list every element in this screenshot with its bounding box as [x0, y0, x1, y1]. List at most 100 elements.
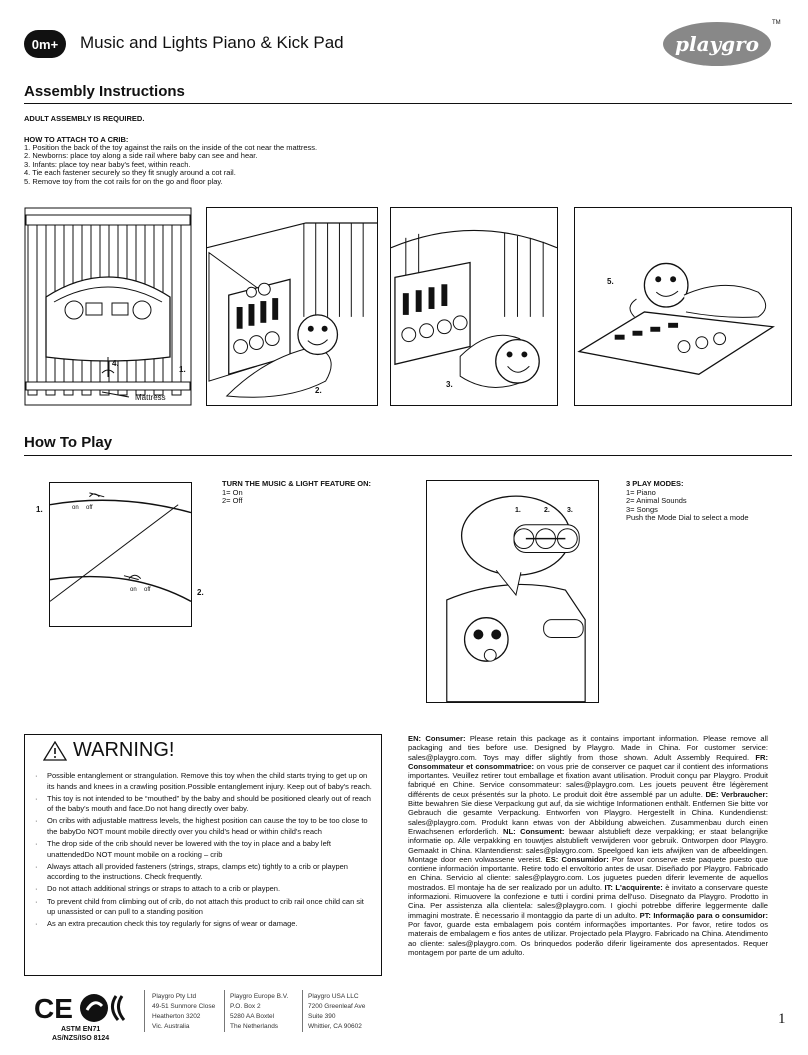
switch-instructions: TURN THE MUSIC & LIGHT FEATURE ON: 1= On…: [222, 479, 372, 506]
warning-item: Always attach all provided fasteners (st…: [33, 862, 373, 883]
newborn-drawing: [207, 222, 377, 398]
mode-line: 1= Piano: [626, 487, 656, 497]
address-line: The Netherlands: [230, 1023, 279, 1030]
panel-label: 5.: [607, 277, 614, 286]
note-label: DE: Verbraucher:: [705, 789, 768, 799]
mode-line: 2= Animal Sounds: [626, 496, 687, 506]
warning-item: The drop side of the crib should never b…: [33, 839, 373, 860]
ce-mark-icon: CE: [34, 993, 73, 1024]
panel-label: 3.: [446, 380, 453, 389]
dial-label: 3.: [567, 507, 573, 514]
divider: [302, 990, 303, 1032]
warning-title-text: WARNING!: [73, 739, 175, 761]
floor-play-drawing: [577, 262, 775, 375]
note-label: NL: Consument:: [503, 826, 565, 836]
certification-marks: CE: [34, 993, 126, 1024]
note-label: EN: Consumer:: [408, 734, 466, 743]
warning-item: Possible entanglement or strangulation. …: [33, 771, 373, 792]
dial-label: 1.: [515, 507, 521, 514]
warning-item: This toy is not intended to be “mouthed”…: [33, 794, 373, 815]
illustration-floor-play: 5.: [574, 207, 792, 406]
address-line: 49-51 Sunmore Close: [152, 1003, 216, 1010]
illustration-mode-dial: 1. 2. 3.: [426, 480, 599, 703]
illustration-newborn: 2.: [206, 207, 378, 406]
address-europe: Playgro Europe B.V. P.O. Box 2 5280 AA B…: [230, 992, 288, 1032]
playgro-logo: playgro: [663, 22, 771, 66]
crib-step: 3. Infants: place toy near baby's feet, …: [24, 159, 191, 169]
age-badge: 0m+: [24, 30, 66, 58]
note-text: Por favor, guarde esta embalagem pois co…: [408, 919, 768, 957]
how-to-play-rule: [24, 455, 792, 456]
dial-label: 2.: [544, 507, 550, 514]
modes-heading: 3 PLAY MODES:: [626, 479, 684, 488]
address-line: Whittier, CA 90602: [308, 1023, 362, 1030]
assembly-rule: [24, 103, 792, 104]
recycle-icon: [80, 994, 108, 1022]
mode-line: 3= Songs: [626, 504, 658, 514]
warning-item: As an extra precaution check this toy re…: [33, 919, 373, 930]
mode-dial-drawing: [446, 495, 586, 702]
warning-triangle-icon: [43, 740, 67, 761]
warning-title: WARNING!: [43, 739, 174, 762]
switch-line: 2= Off: [222, 496, 243, 506]
play-modes: 3 PLAY MODES: 1= Piano 2= Animal Sounds …: [626, 479, 749, 523]
switch-line: 1= On: [222, 487, 243, 497]
switch-label: 2.: [197, 588, 204, 597]
address-line: Vic. Australia: [152, 1023, 190, 1030]
panel-label: 2.: [315, 386, 322, 395]
infant-drawing: [391, 229, 557, 388]
address-line: 5280 AA Boxtel: [230, 1013, 275, 1020]
note-label: ES: Consumidor:: [545, 854, 609, 864]
switch-off-label: off: [86, 505, 93, 511]
note-label: PT: Informação para o consumidor:: [639, 910, 768, 920]
note-text: Please retain this package as it contain…: [408, 734, 768, 762]
switch-heading: TURN THE MUSIC & LIGHT FEATURE ON:: [222, 479, 372, 488]
address-australia: Playgro Pty Ltd 49-51 Sunmore Close Heat…: [152, 992, 215, 1032]
address-line: Heatherton 3202: [152, 1013, 201, 1020]
warning-item: To prevent child from climbing out of cr…: [33, 897, 373, 918]
address-line: Playgro USA LLC: [308, 993, 359, 1000]
consumer-notes: EN: Consumer: Please retain this package…: [408, 734, 768, 957]
switch-on-label: on: [72, 505, 79, 511]
switch-on-label: on: [130, 587, 137, 593]
safety-mark-icon: [111, 995, 126, 1021]
crib-step: 2. Newborns: place toy along a side rail…: [24, 151, 258, 161]
adult-assembly-note: ADULT ASSEMBLY IS REQUIRED.: [24, 114, 145, 123]
note-text: on vous prie de conserver ce paquet car …: [408, 761, 768, 799]
note-text: bewaar alstublieft deze verpakking; er s…: [408, 826, 768, 864]
crib-steps: 1. Position the back of the toy against …: [24, 143, 318, 186]
how-to-play-heading: How To Play: [24, 434, 113, 451]
divider: [224, 990, 225, 1032]
trademark-mark: TM: [772, 20, 781, 26]
mattress-label: Mattress: [135, 393, 166, 402]
standard-line: AS/NZS/ISO 8124: [52, 1035, 110, 1042]
assembly-heading: Assembly Instructions: [24, 83, 185, 100]
crib-heading: HOW TO ATTACH TO A CRIB:: [24, 135, 129, 144]
crib-step: 5. Remove toy from the cot rails for on …: [24, 176, 223, 186]
standards-block: ASTM EN71 AS/NZS/ISO 8124: [52, 1025, 109, 1043]
address-line: Playgro Pty Ltd: [152, 993, 197, 1000]
crib-step: 1. Position the back of the toy against …: [24, 143, 318, 152]
standard-line: ASTM EN71: [60, 1026, 101, 1033]
crib-step: 4. Tie each fastener securely so they fi…: [24, 168, 236, 178]
address-line: Suite 390: [308, 1013, 336, 1020]
note-label: FR: Consommateur et consommatrice:: [408, 752, 768, 771]
switch-label: 1.: [36, 505, 43, 514]
address-line: Playgro Europe B.V.: [230, 993, 289, 1000]
power-switch-drawing: [50, 492, 191, 602]
warning-box: WARNING! Possible entanglement or strang…: [24, 734, 382, 976]
crib-front-drawing: [24, 207, 192, 406]
document-title: Music and Lights Piano & Kick Pad: [80, 33, 344, 52]
switch-off-label: off: [144, 587, 151, 593]
note-label: IT: L'acquirente:: [604, 882, 663, 892]
warning-item: Do not attach additional strings or stra…: [33, 884, 373, 895]
address-line: 7200 Greenleaf Ave: [308, 1003, 366, 1010]
illustration-power-switch: on off on off: [49, 482, 192, 627]
note-text: Bitte bewahren Sie diese Verpackung gut …: [408, 799, 768, 836]
warning-list: Possible entanglement or strangulation. …: [33, 771, 373, 931]
panel-label: 1.: [179, 365, 186, 374]
mode-line: Push the Mode Dial to select a mode: [626, 513, 749, 523]
address-line: P.O. Box 2: [230, 1003, 261, 1010]
note-text: Por favor conserve este paquete puesto q…: [408, 854, 769, 892]
divider: [144, 990, 145, 1032]
